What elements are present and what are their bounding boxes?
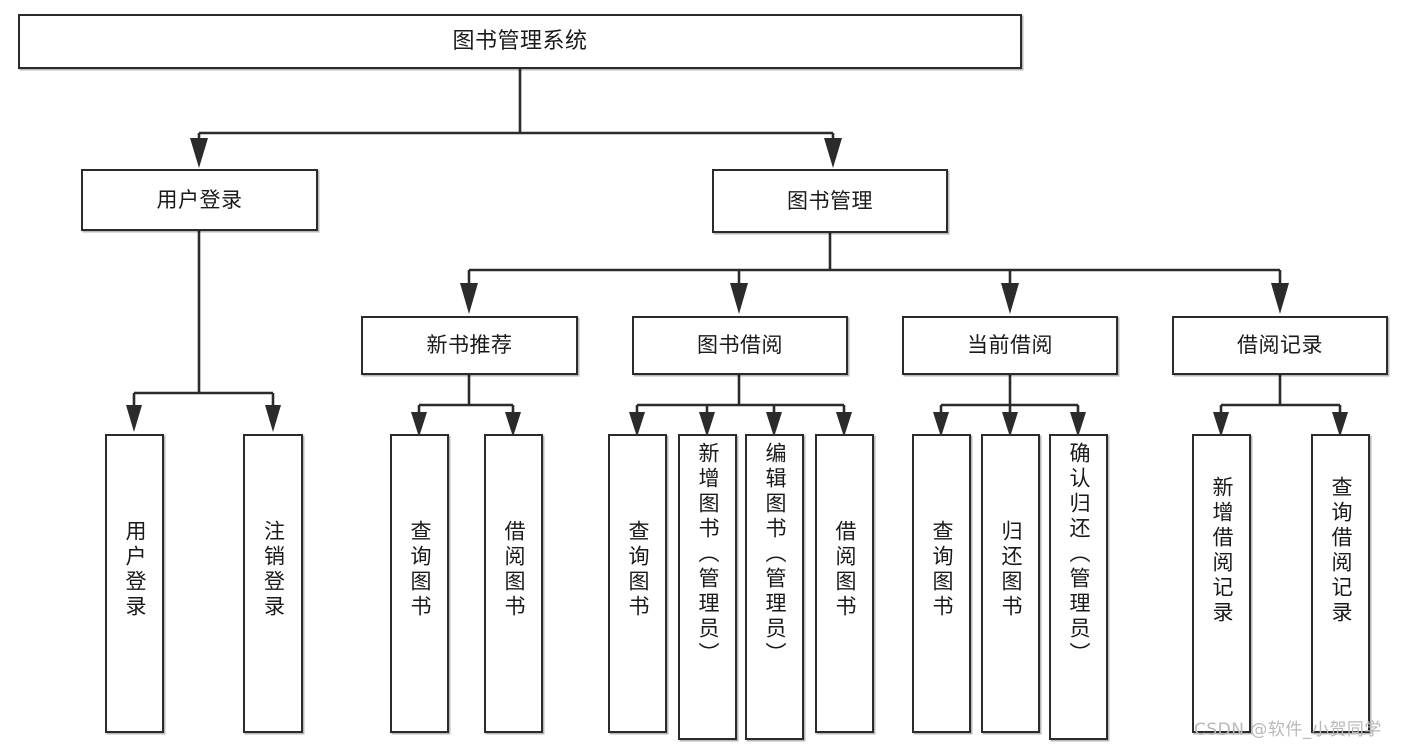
node-borrow-record[interactable]: 借阅记录 [1172, 316, 1388, 375]
node-label: 查询图书 [408, 520, 432, 620]
leaf-logout-login[interactable]: 注销登录 [243, 434, 303, 733]
node-user-login[interactable]: 用户登录 [81, 169, 318, 231]
node-label: 用户登录 [156, 187, 243, 212]
csdn-watermark: CSDN @软件_小贺同学 [1194, 720, 1382, 740]
leaf-add-book-admin[interactable]: 新增图书（管理员） [678, 434, 737, 740]
leaf-borrow-book-rec[interactable]: 借阅图书 [484, 434, 543, 733]
node-label: 新增借阅记录 [1210, 476, 1234, 626]
leaf-confirm-return-admin[interactable]: 确认归还（管理员） [1049, 434, 1108, 740]
leaf-query-book-borrow[interactable]: 查询图书 [608, 434, 667, 733]
leaf-query-book-rec[interactable]: 查询图书 [390, 434, 449, 733]
leaf-query-book-current[interactable]: 查询图书 [912, 434, 971, 733]
node-label: 借阅记录 [1237, 333, 1323, 358]
node-label: 用户登录 [123, 520, 147, 620]
leaf-query-borrow-record[interactable]: 查询借阅记录 [1311, 434, 1370, 733]
node-label: 当前借阅 [967, 333, 1053, 358]
node-label: 借阅图书 [502, 520, 526, 620]
node-label: 图书管理系统 [452, 28, 588, 54]
node-label: 图书借阅 [697, 333, 783, 358]
node-label: 查询借阅记录 [1329, 476, 1353, 626]
node-label: 确认归还（管理员） [1067, 442, 1091, 667]
leaf-add-borrow-record[interactable]: 新增借阅记录 [1192, 434, 1251, 733]
node-root-system[interactable]: 图书管理系统 [18, 14, 1022, 69]
node-label: 查询图书 [626, 520, 650, 620]
node-book-manage[interactable]: 图书管理 [712, 169, 948, 233]
leaf-borrow-book-borrow[interactable]: 借阅图书 [815, 434, 874, 733]
node-label: 编辑图书（管理员） [763, 442, 787, 667]
node-current-borrow[interactable]: 当前借阅 [902, 316, 1118, 375]
leaf-user-login[interactable]: 用户登录 [105, 434, 164, 733]
node-label: 新增图书（管理员） [696, 442, 720, 667]
node-label: 归还图书 [999, 520, 1023, 620]
node-label: 图书管理 [787, 188, 873, 213]
node-label: 注销登录 [261, 520, 286, 620]
node-label: 借阅图书 [833, 520, 857, 620]
node-label: 查询图书 [930, 520, 954, 620]
leaf-return-book[interactable]: 归还图书 [981, 434, 1040, 733]
node-label: 新书推荐 [426, 333, 513, 358]
node-new-book-rec[interactable]: 新书推荐 [361, 316, 578, 375]
leaf-edit-book-admin[interactable]: 编辑图书（管理员） [745, 434, 804, 740]
node-book-borrow[interactable]: 图书借阅 [632, 316, 848, 375]
